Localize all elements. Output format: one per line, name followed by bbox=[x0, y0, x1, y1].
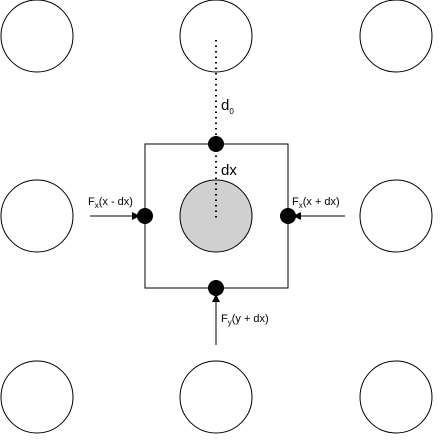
label-fx-left: Fx(x - dx) bbox=[88, 196, 133, 210]
lattice-atom-top-center bbox=[179, 0, 253, 73]
lattice-atom-bottom-right bbox=[359, 360, 433, 434]
boundary-nodes bbox=[137, 136, 296, 296]
label-fy-bottom-sub: y bbox=[228, 318, 232, 327]
node-left bbox=[137, 208, 153, 224]
label-fx-left-arg: (x - dx) bbox=[99, 196, 133, 208]
label-dx: dx bbox=[221, 162, 237, 179]
lattice-atom-bottom-center bbox=[179, 360, 253, 434]
node-top bbox=[208, 136, 224, 152]
label-fx-right-main: F bbox=[292, 196, 299, 208]
label-fx-left-main: F bbox=[88, 196, 95, 208]
label-fx-right-arg: (x + dx) bbox=[303, 196, 340, 208]
label-fx-right: Fx(x + dx) bbox=[292, 196, 340, 210]
lattice-atom-bottom-left bbox=[0, 360, 74, 434]
label-fy-bottom: Fy(y + dx) bbox=[221, 313, 269, 327]
label-fx-left-sub: x bbox=[95, 201, 99, 210]
label-fy-bottom-main: F bbox=[221, 313, 228, 325]
node-right bbox=[280, 208, 296, 224]
lattice-atom-top-left bbox=[0, 0, 74, 73]
lattice-atom-middle-right bbox=[359, 179, 433, 253]
lattice-atom-top-right bbox=[359, 0, 433, 73]
label-fx-right-sub: x bbox=[299, 201, 303, 210]
label-fy-bottom-arg: (y + dx) bbox=[232, 313, 269, 325]
label-d0: d0 bbox=[221, 97, 234, 116]
label-d0-sub: 0 bbox=[229, 107, 234, 116]
label-d0-main: d bbox=[221, 97, 229, 114]
node-bottom bbox=[208, 280, 224, 296]
lattice-atom-middle-left bbox=[0, 179, 74, 253]
